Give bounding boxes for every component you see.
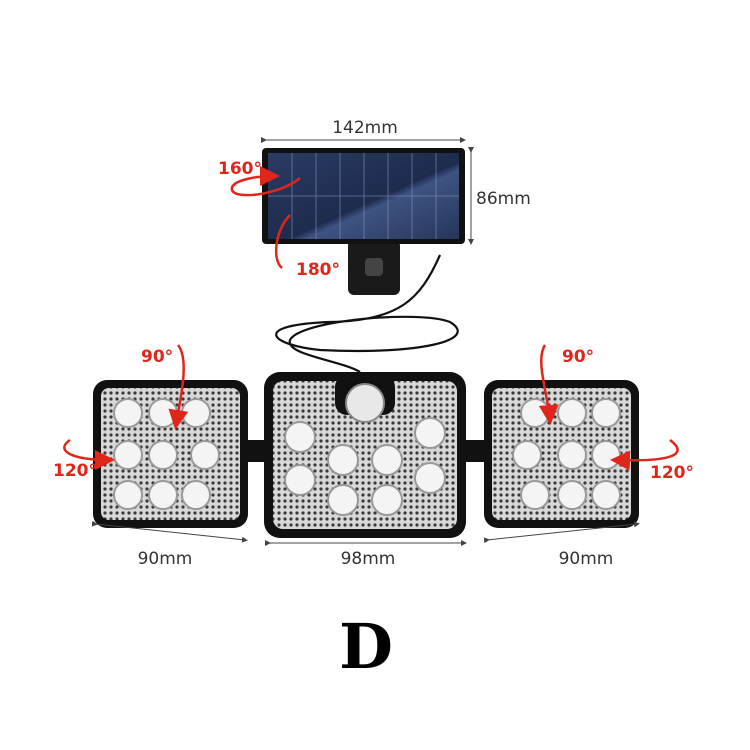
cable — [275, 254, 459, 373]
left-width-label: 90mm — [138, 549, 193, 569]
left-light-head — [93, 380, 270, 528]
rotation-arrows — [63, 166, 679, 471]
left-horizontal-angle: 120° — [53, 461, 97, 481]
right-vertical-angle: 90° — [562, 347, 594, 367]
panel-vertical-angle: 180° — [296, 260, 340, 280]
right-light-head — [462, 380, 639, 528]
center-width-label: 98mm — [341, 549, 396, 569]
right-width-label: 90mm — [559, 549, 614, 569]
panel-height-label: 86mm — [476, 189, 531, 209]
motion-sensor — [345, 383, 385, 423]
right-horizontal-angle: 120° — [650, 463, 694, 483]
panel-width-label: 142mm — [332, 118, 398, 138]
solar-panel — [262, 148, 465, 295]
center-light-head — [264, 372, 466, 538]
left-vertical-angle: 90° — [141, 347, 173, 367]
variant-label: D — [339, 610, 393, 683]
panel-horizontal-angle: 160° — [218, 159, 262, 179]
